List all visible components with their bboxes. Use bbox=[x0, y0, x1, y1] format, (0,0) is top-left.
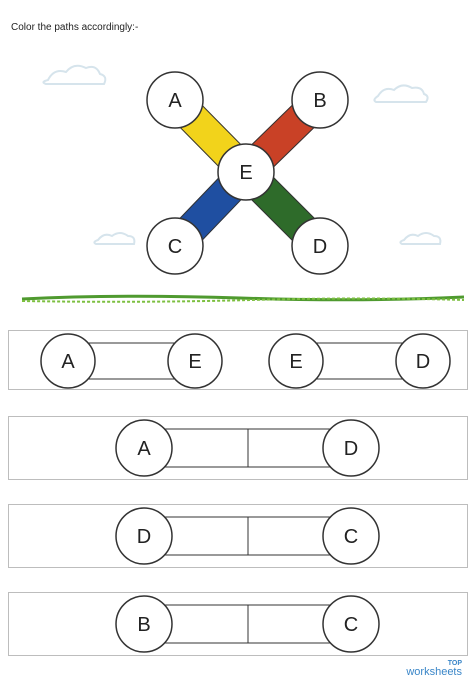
circle-a bbox=[40, 333, 96, 389]
exercise-row-2: A D bbox=[8, 416, 468, 480]
row1-left-label-1: A bbox=[61, 351, 75, 373]
row3-left-label: D bbox=[137, 526, 151, 548]
node-c-circle bbox=[146, 217, 204, 275]
row4-left-label: B bbox=[137, 614, 150, 636]
node-a-label: A bbox=[168, 90, 182, 112]
node-e-label: E bbox=[239, 162, 252, 184]
row2-right-label: D bbox=[344, 438, 358, 460]
exercise-row-1-art: A E E D bbox=[40, 333, 451, 389]
row2-left-label: A bbox=[137, 438, 151, 460]
circle-e bbox=[167, 333, 223, 389]
cloud-right bbox=[373, 84, 429, 103]
circle-a bbox=[115, 419, 173, 477]
circle-e-2 bbox=[268, 333, 324, 389]
exercise-row-3-art: D C bbox=[115, 507, 380, 565]
brand-name: worksheets bbox=[406, 666, 462, 678]
cloud-bottom-left bbox=[93, 232, 136, 245]
exercise-row-4: B C bbox=[8, 592, 468, 656]
node-e-circle bbox=[217, 143, 275, 201]
instruction-text: Color the paths accordingly:- bbox=[11, 22, 139, 33]
circle-c bbox=[322, 507, 380, 565]
circle-d bbox=[395, 333, 451, 389]
row1-right-label-2: D bbox=[416, 351, 430, 373]
exercise-row-1: A E E D bbox=[8, 330, 468, 390]
row1-right-label-1: E bbox=[188, 351, 201, 373]
node-a-circle bbox=[146, 71, 204, 129]
exercise-row-4-art: B C bbox=[115, 595, 380, 653]
node-d-label: D bbox=[313, 236, 327, 258]
circle-b bbox=[115, 595, 173, 653]
node-c-label: C bbox=[168, 236, 182, 258]
exercise-row-2-art: A D bbox=[115, 419, 380, 477]
cloud-left bbox=[42, 64, 107, 85]
circle-d bbox=[115, 507, 173, 565]
paths-diagram: A B C D E bbox=[21, 64, 465, 303]
brand-top: TOP bbox=[447, 660, 462, 667]
circle-d bbox=[322, 419, 380, 477]
cloud-bottom-right bbox=[399, 232, 442, 245]
row3-right-label: C bbox=[344, 526, 358, 548]
circle-c bbox=[322, 595, 380, 653]
row4-right-label: C bbox=[344, 614, 358, 636]
node-d-circle bbox=[291, 217, 349, 275]
row1-left-label-2: E bbox=[289, 351, 302, 373]
node-b-label: B bbox=[313, 90, 326, 112]
brand-logo: TOP worksheets bbox=[406, 660, 462, 678]
node-b-circle bbox=[291, 71, 349, 129]
exercise-row-3: D C bbox=[8, 504, 468, 568]
grass-strip bbox=[21, 294, 465, 303]
